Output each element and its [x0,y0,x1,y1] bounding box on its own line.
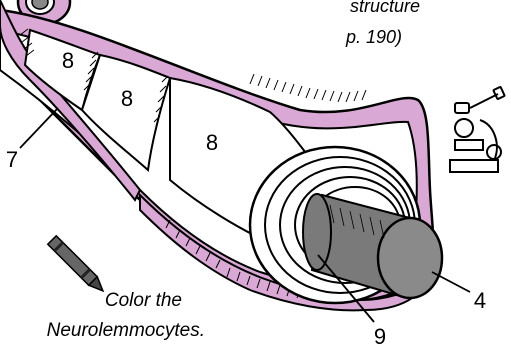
label-neurolemmocyte-1: 8 [62,48,74,73]
microscope-icon [450,87,505,172]
instruction-line2: Neurolemmocytes. [47,320,205,341]
label-neurolemmocyte-3: 8 [206,130,218,155]
label-axon: 4 [474,288,486,313]
crayon-icon [48,236,107,295]
instruction-line1: Color the [105,290,182,311]
ref-note-line2: p. 190) [345,27,402,47]
ref-note-line1: structure [350,0,420,16]
label-endoneurium: 7 [6,147,18,172]
leader-line-4 [432,272,470,292]
label-neurolemmocyte-2: 8 [121,86,133,111]
label-myelin-sheath: 9 [374,324,386,349]
leader-line-7 [20,108,58,148]
